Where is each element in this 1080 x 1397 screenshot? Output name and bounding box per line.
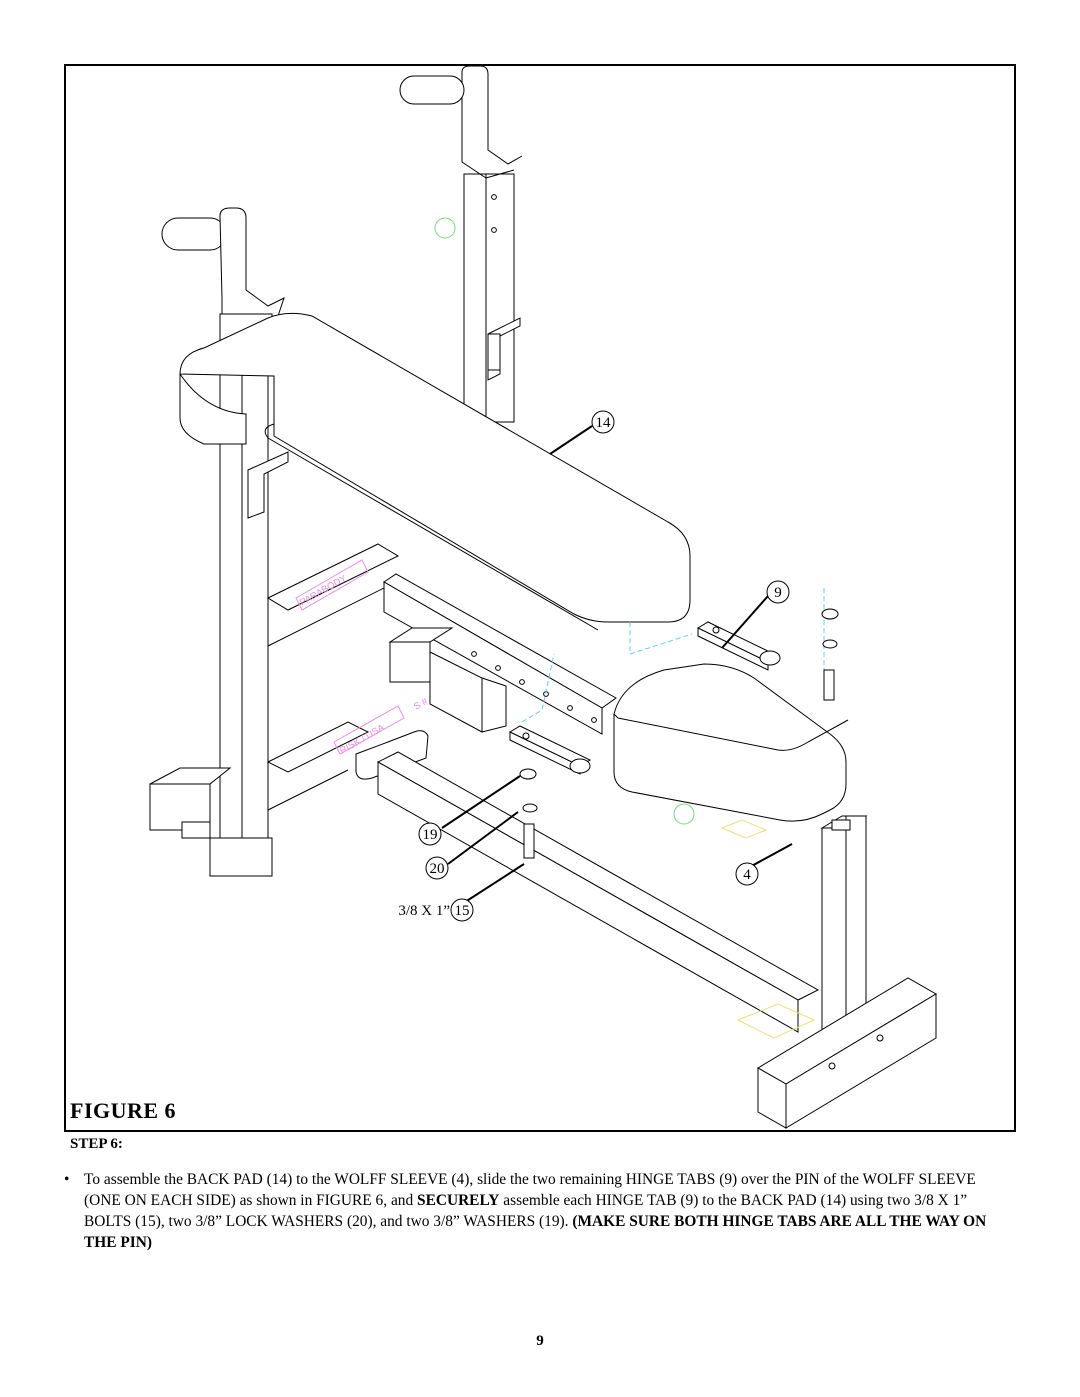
figure-title: FIGURE 6 bbox=[70, 1098, 177, 1123]
svg-text:20: 20 bbox=[430, 861, 445, 877]
callout-15: 3/8 X 1” 15 bbox=[398, 898, 474, 922]
parabody-decal: PARABODY bbox=[298, 573, 349, 609]
bullet-mark: • bbox=[64, 1171, 70, 1188]
seat-pad bbox=[613, 663, 849, 822]
back-pad bbox=[179, 312, 691, 631]
serial-decal: S # bbox=[412, 696, 430, 713]
svg-text:15: 15 bbox=[455, 903, 470, 919]
step-heading: STEP 6: bbox=[70, 1136, 123, 1152]
callout-9: 9 bbox=[766, 580, 790, 604]
leader-lines bbox=[441, 425, 793, 905]
instruction-text: To assemble the BACK PAD (14) to the WOL… bbox=[84, 1171, 987, 1251]
callout-4: 4 bbox=[735, 862, 759, 886]
svg-text:14: 14 bbox=[596, 415, 612, 431]
front-upright bbox=[149, 207, 289, 877]
figure-frame: PARABODY RISK / USA S # bbox=[64, 64, 1016, 1132]
rear-upright bbox=[399, 66, 523, 423]
svg-text:4: 4 bbox=[743, 867, 751, 883]
hinge-tabs bbox=[508, 588, 839, 859]
bench-assembly-drawing: PARABODY RISK / USA S # bbox=[149, 66, 937, 1129]
svg-text:19: 19 bbox=[423, 827, 438, 843]
bolt-size-label: 3/8 X 1” bbox=[398, 903, 450, 919]
callout-20: 20 bbox=[425, 856, 449, 880]
callout-14: 14 bbox=[591, 410, 615, 434]
step-instructions: • To assemble the BACK PAD (14) to the W… bbox=[64, 1169, 1014, 1253]
svg-text:9: 9 bbox=[774, 585, 782, 601]
callout-19: 19 bbox=[418, 822, 442, 846]
frame-rails bbox=[266, 543, 820, 1033]
wolff-sleeve bbox=[720, 815, 937, 1129]
page-number: 9 bbox=[536, 1333, 544, 1349]
